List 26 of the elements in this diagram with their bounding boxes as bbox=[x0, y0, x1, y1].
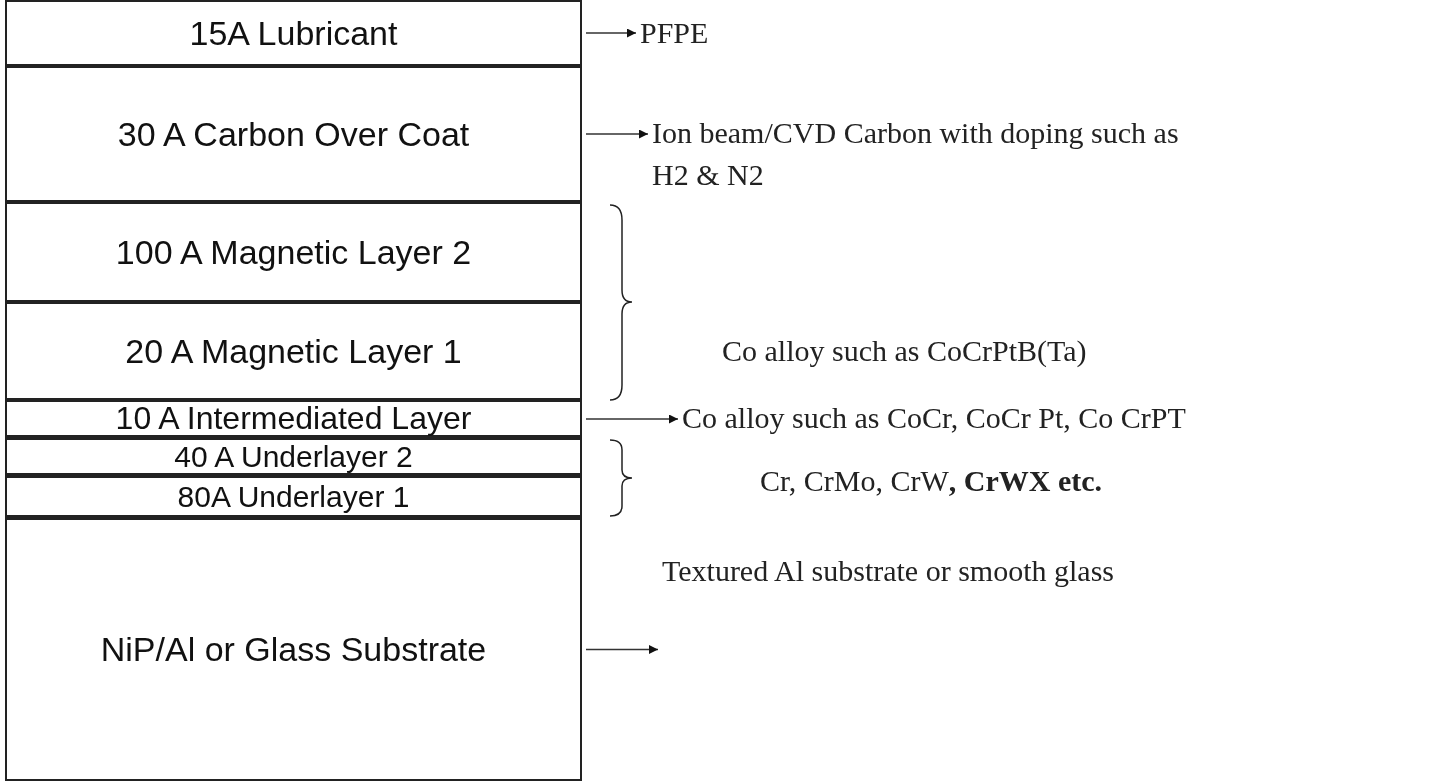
description-text: Co alloy such as CoCr, CoCr Pt, Co CrPT bbox=[682, 397, 1447, 439]
arrow bbox=[585, 645, 659, 654]
layer-box bbox=[5, 438, 582, 476]
layer-box bbox=[5, 302, 582, 400]
layer-label: NiP/Al or Glass Substrate bbox=[100, 630, 487, 669]
material-label: Cr, CrMo, CrW, CrWX etc. bbox=[760, 463, 1103, 499]
description-text: Ion beam/CVD Carbon with doping such as H2 & N2 bbox=[652, 112, 1212, 196]
layer-box bbox=[5, 476, 582, 518]
layer-label: 40 A Underlayer 2 bbox=[174, 439, 413, 474]
layer-label: 100 A Magnetic Layer 2 bbox=[115, 232, 472, 272]
layer-label: 10 A Intermediated Layer bbox=[115, 400, 472, 437]
description-text: PFPE bbox=[640, 12, 1140, 54]
layer-label: 80A Underlayer 1 bbox=[177, 479, 410, 514]
arrow bbox=[585, 129, 649, 139]
description-text: Textured Al substrate or smooth glass bbox=[662, 550, 1182, 592]
arrow bbox=[585, 414, 679, 424]
layer-box bbox=[5, 66, 582, 202]
layer-label: 30 A Carbon Over Coat bbox=[117, 114, 470, 154]
layer-box bbox=[5, 518, 582, 781]
layer-box bbox=[5, 202, 582, 302]
layer-label: 20 A Magnetic Layer 1 bbox=[125, 331, 462, 371]
layer-box bbox=[5, 0, 582, 66]
arrow bbox=[585, 28, 637, 38]
layer-label: 15A Lubricant bbox=[189, 13, 398, 53]
material-label: Co alloy such as CoCrPtB(Ta) bbox=[722, 333, 1087, 369]
layer-box bbox=[5, 400, 582, 438]
